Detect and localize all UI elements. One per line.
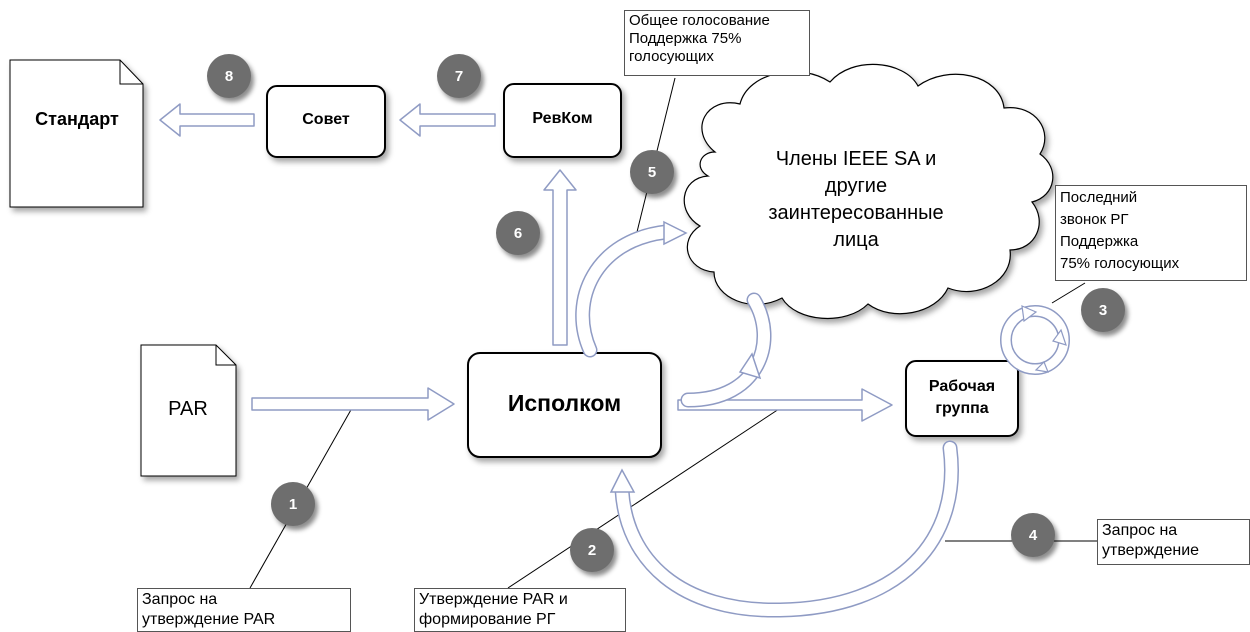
last-call-note: Последний звонок РГ Поддержка 75% голосу… — [1055, 185, 1247, 281]
flow-arrows — [159, 103, 893, 422]
step-badge-4: 4 — [1011, 513, 1055, 557]
arrow-to-revcom — [543, 169, 577, 346]
step-badge-3: 3 — [1081, 288, 1125, 332]
standard-document-shape — [9, 59, 144, 208]
arrow-par-to-executive — [251, 387, 455, 421]
step-badge-7: 7 — [437, 54, 481, 98]
step-badge-6: 6 — [496, 211, 540, 255]
general-ballot-note: Общее голосование Поддержка 75% голосующ… — [624, 10, 810, 76]
arrow-to-council — [399, 103, 496, 137]
curved-arrows — [575, 220, 1070, 618]
executive-box-shape — [467, 352, 662, 458]
request-par-note: Запрос на утверждение PAR — [137, 588, 351, 632]
arrow-to-standard — [159, 103, 255, 137]
stakeholders-cloud — [683, 63, 1054, 320]
step-badge-1: 1 — [271, 482, 315, 526]
council-box-shape — [266, 85, 386, 158]
par-document-shape — [140, 344, 237, 477]
step-badge-2: 2 — [570, 528, 614, 572]
request-approval-note: Запрос на утверждение — [1097, 519, 1250, 565]
step-badge-8: 8 — [207, 54, 251, 98]
revcom-box-shape — [503, 83, 622, 158]
arrow-executive-to-wg — [677, 388, 893, 422]
par-approval-note: Утверждение PAR и формирование РГ — [414, 588, 626, 632]
step-badge-5: 5 — [630, 150, 674, 194]
working-group-box-shape — [905, 360, 1019, 437]
